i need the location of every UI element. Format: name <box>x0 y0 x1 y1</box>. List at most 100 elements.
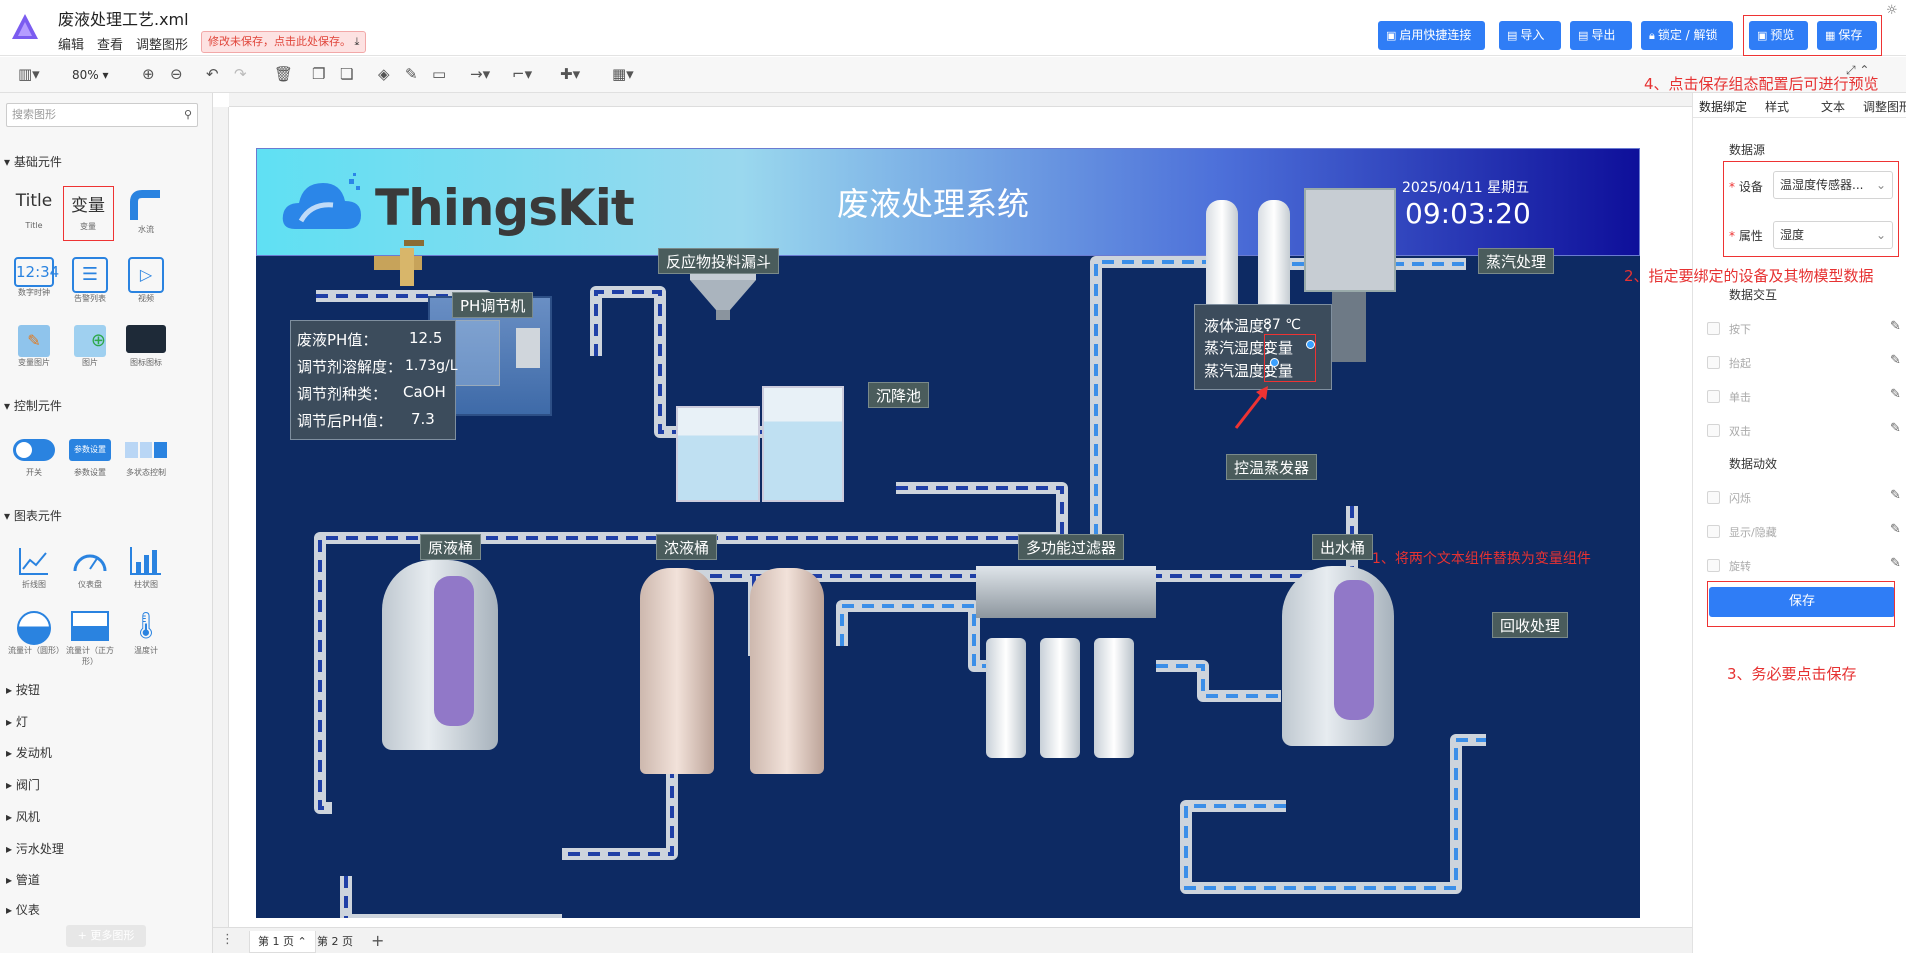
shape-multi-state[interactable]: 多状态控制 <box>118 439 174 478</box>
edit-icon[interactable]: ✎ <box>1890 353 1901 368</box>
label-steam-treatment: 蒸汽处理 <box>1478 248 1555 274</box>
selection-handle-bottom[interactable] <box>1270 358 1279 367</box>
anim-show-hide[interactable]: 显示/隐藏✎ <box>1707 522 1901 542</box>
shape-alarm-list[interactable]: ☰告警列表 <box>62 257 118 304</box>
preview-button[interactable]: ▣预览 <box>1749 21 1808 50</box>
steam-info-panel[interactable]: 液体温度：87 ℃ 蒸汽湿度：变量 蒸汽温度：变量 <box>1194 304 1332 390</box>
shape-param-setting[interactable]: 参数设置参数设置 <box>62 439 118 478</box>
menu-adjust-shape[interactable]: 调整图形 <box>136 38 189 53</box>
category-engine[interactable]: ▸ 发动机 <box>6 746 52 760</box>
zoom-in-icon[interactable]: ⊕ <box>142 65 155 83</box>
to-front-icon[interactable]: ❐ <box>312 65 326 83</box>
menu-edit[interactable]: 编辑 <box>58 38 85 53</box>
category-valve[interactable]: ▸ 阀门 <box>6 778 40 792</box>
edit-icon[interactable]: ✎ <box>1890 319 1901 334</box>
shape-variable[interactable]: 变量变量 <box>62 191 114 232</box>
shape-water-flow[interactable]: 水流 <box>118 188 174 235</box>
category-sewage[interactable]: ▸ 污水处理 <box>6 842 64 856</box>
category-pipe[interactable]: ▸ 管道 <box>6 873 40 887</box>
shape-variable-image[interactable]: ✎变量图片 <box>8 325 60 368</box>
shape-video[interactable]: ▷视频 <box>118 257 174 304</box>
selection-handle-right[interactable] <box>1306 340 1315 349</box>
connection-icon[interactable]: →▾ <box>470 65 491 83</box>
section-basic[interactable]: ▾ 基础元件 <box>4 155 62 169</box>
zoom-level[interactable]: 80% ▾ <box>72 68 109 82</box>
category-instrument[interactable]: ▸ 仪表 <box>6 903 40 917</box>
anim-blink[interactable]: 闪烁✎ <box>1707 488 1901 508</box>
format-panel-icon[interactable]: ▥▾ <box>18 65 40 83</box>
waypoints-icon[interactable]: ⌐▾ <box>512 65 533 83</box>
menu-view[interactable]: 查看 <box>97 38 124 53</box>
steam-variable-humidity[interactable]: 变量 <box>1263 339 1294 357</box>
event-press-checkbox[interactable] <box>1707 322 1720 335</box>
zoom-out-icon[interactable]: ⊖ <box>170 65 183 83</box>
page-tab-1[interactable]: 第 1 页 ⌃ <box>249 931 316 953</box>
category-fan[interactable]: ▸ 风机 <box>6 810 40 824</box>
steam-variable-temperature[interactable]: 变量 <box>1263 362 1294 380</box>
sun-icon[interactable]: ☼ <box>1886 3 1898 18</box>
save-binding-button[interactable]: 保存 <box>1709 587 1895 617</box>
tab-text[interactable]: 文本 <box>1821 100 1846 114</box>
category-light[interactable]: ▸ 灯 <box>6 715 28 729</box>
redo-icon[interactable]: ↷ <box>234 65 247 83</box>
tab-data-binding[interactable]: 数据绑定 <box>1699 100 1748 114</box>
delete-icon[interactable]: 🗑︎ <box>274 65 294 83</box>
page-menu-icon[interactable]: ⋮ <box>221 932 234 947</box>
event-press[interactable]: 按下✎ <box>1707 319 1901 339</box>
add-page-icon[interactable]: + <box>371 931 385 950</box>
to-back-icon[interactable]: ❏ <box>340 65 354 83</box>
quick-connect-button[interactable]: ▣启用快捷连接 <box>1378 21 1485 50</box>
shape-icon[interactable]: 图标图标 <box>118 325 174 368</box>
event-release-checkbox[interactable] <box>1707 356 1720 369</box>
anim-rotate-checkbox[interactable] <box>1707 559 1720 572</box>
edit-icon[interactable]: ✎ <box>1890 556 1901 571</box>
shape-flowmeter-square[interactable]: 流量计（正方形） <box>62 611 118 667</box>
scada-diagram[interactable]: ThingsKit 废液处理系统 2025/04/11 星期五 09:03:20… <box>256 148 1640 918</box>
fullscreen-icon[interactable]: ⤢ ⌃ <box>1846 63 1870 77</box>
event-double-click-checkbox[interactable] <box>1707 424 1720 437</box>
shape-flowmeter-round[interactable]: 流量计（圆形） <box>8 611 64 656</box>
event-release[interactable]: 抬起✎ <box>1707 353 1901 373</box>
tab-adjust-shape[interactable]: 调整图形 <box>1863 100 1906 114</box>
event-click-checkbox[interactable] <box>1707 390 1720 403</box>
export-button[interactable]: ▤导出 <box>1570 21 1632 50</box>
anim-rotate[interactable]: 旋转✎ <box>1707 556 1901 576</box>
event-double-click[interactable]: 双击✎ <box>1707 421 1901 441</box>
edit-icon[interactable]: ✎ <box>1890 421 1901 436</box>
section-chart[interactable]: ▾ 图表元件 <box>4 509 62 523</box>
edit-icon[interactable]: ✎ <box>1890 387 1901 402</box>
tab-style[interactable]: 样式 <box>1765 100 1790 114</box>
unsaved-notice[interactable]: 修改未保存，点击此处保存。 ⤓ <box>201 31 367 53</box>
evaporator-body <box>1332 292 1366 362</box>
shape-image[interactable]: ⊕图片 <box>62 325 118 368</box>
save-top-button[interactable]: ▦保存 <box>1817 21 1877 50</box>
lock-unlock-button[interactable]: 🔒︎锁定 / 解锁 <box>1641 21 1733 50</box>
insert-icon[interactable]: ✚▾ <box>560 65 581 83</box>
table-icon[interactable]: ▦▾ <box>612 65 634 83</box>
shape-search-input[interactable]: 搜索图形⚲ <box>6 103 198 127</box>
shape-thermometer[interactable]: 🌡︎温度计 <box>118 611 174 656</box>
shape-gauge[interactable]: 仪表盘 <box>62 545 118 590</box>
section-control[interactable]: ▾ 控制元件 <box>4 399 62 413</box>
edit-icon[interactable]: ✎ <box>1890 488 1901 503</box>
device-select[interactable]: 温湿度传感器...⌄ <box>1773 171 1893 199</box>
edit-icon[interactable]: ✎ <box>1890 522 1901 537</box>
page-tab-2[interactable]: 第 2 页 <box>317 935 353 948</box>
shape-flowmeter-round-label: 流量计（圆形） <box>8 646 64 655</box>
fill-color-icon[interactable]: ◈ <box>378 65 390 83</box>
anim-blink-checkbox[interactable] <box>1707 491 1720 504</box>
shape-line-chart[interactable]: 折线图 <box>8 545 60 590</box>
more-shapes-button[interactable]: + 更多图形 <box>66 925 146 947</box>
line-color-icon[interactable]: ✎ <box>405 65 418 83</box>
category-button[interactable]: ▸ 按钮 <box>6 683 40 697</box>
import-button[interactable]: ▤导入 <box>1499 21 1561 50</box>
attribute-select[interactable]: 湿度⌄ <box>1773 221 1893 249</box>
shape-switch[interactable]: 开关 <box>8 439 60 478</box>
shadow-icon[interactable]: ▭ <box>432 65 447 83</box>
event-click[interactable]: 单击✎ <box>1707 387 1901 407</box>
undo-icon[interactable]: ↶ <box>206 65 219 83</box>
anim-show-hide-checkbox[interactable] <box>1707 525 1720 538</box>
shape-bar-chart[interactable]: 柱状图 <box>118 545 174 590</box>
